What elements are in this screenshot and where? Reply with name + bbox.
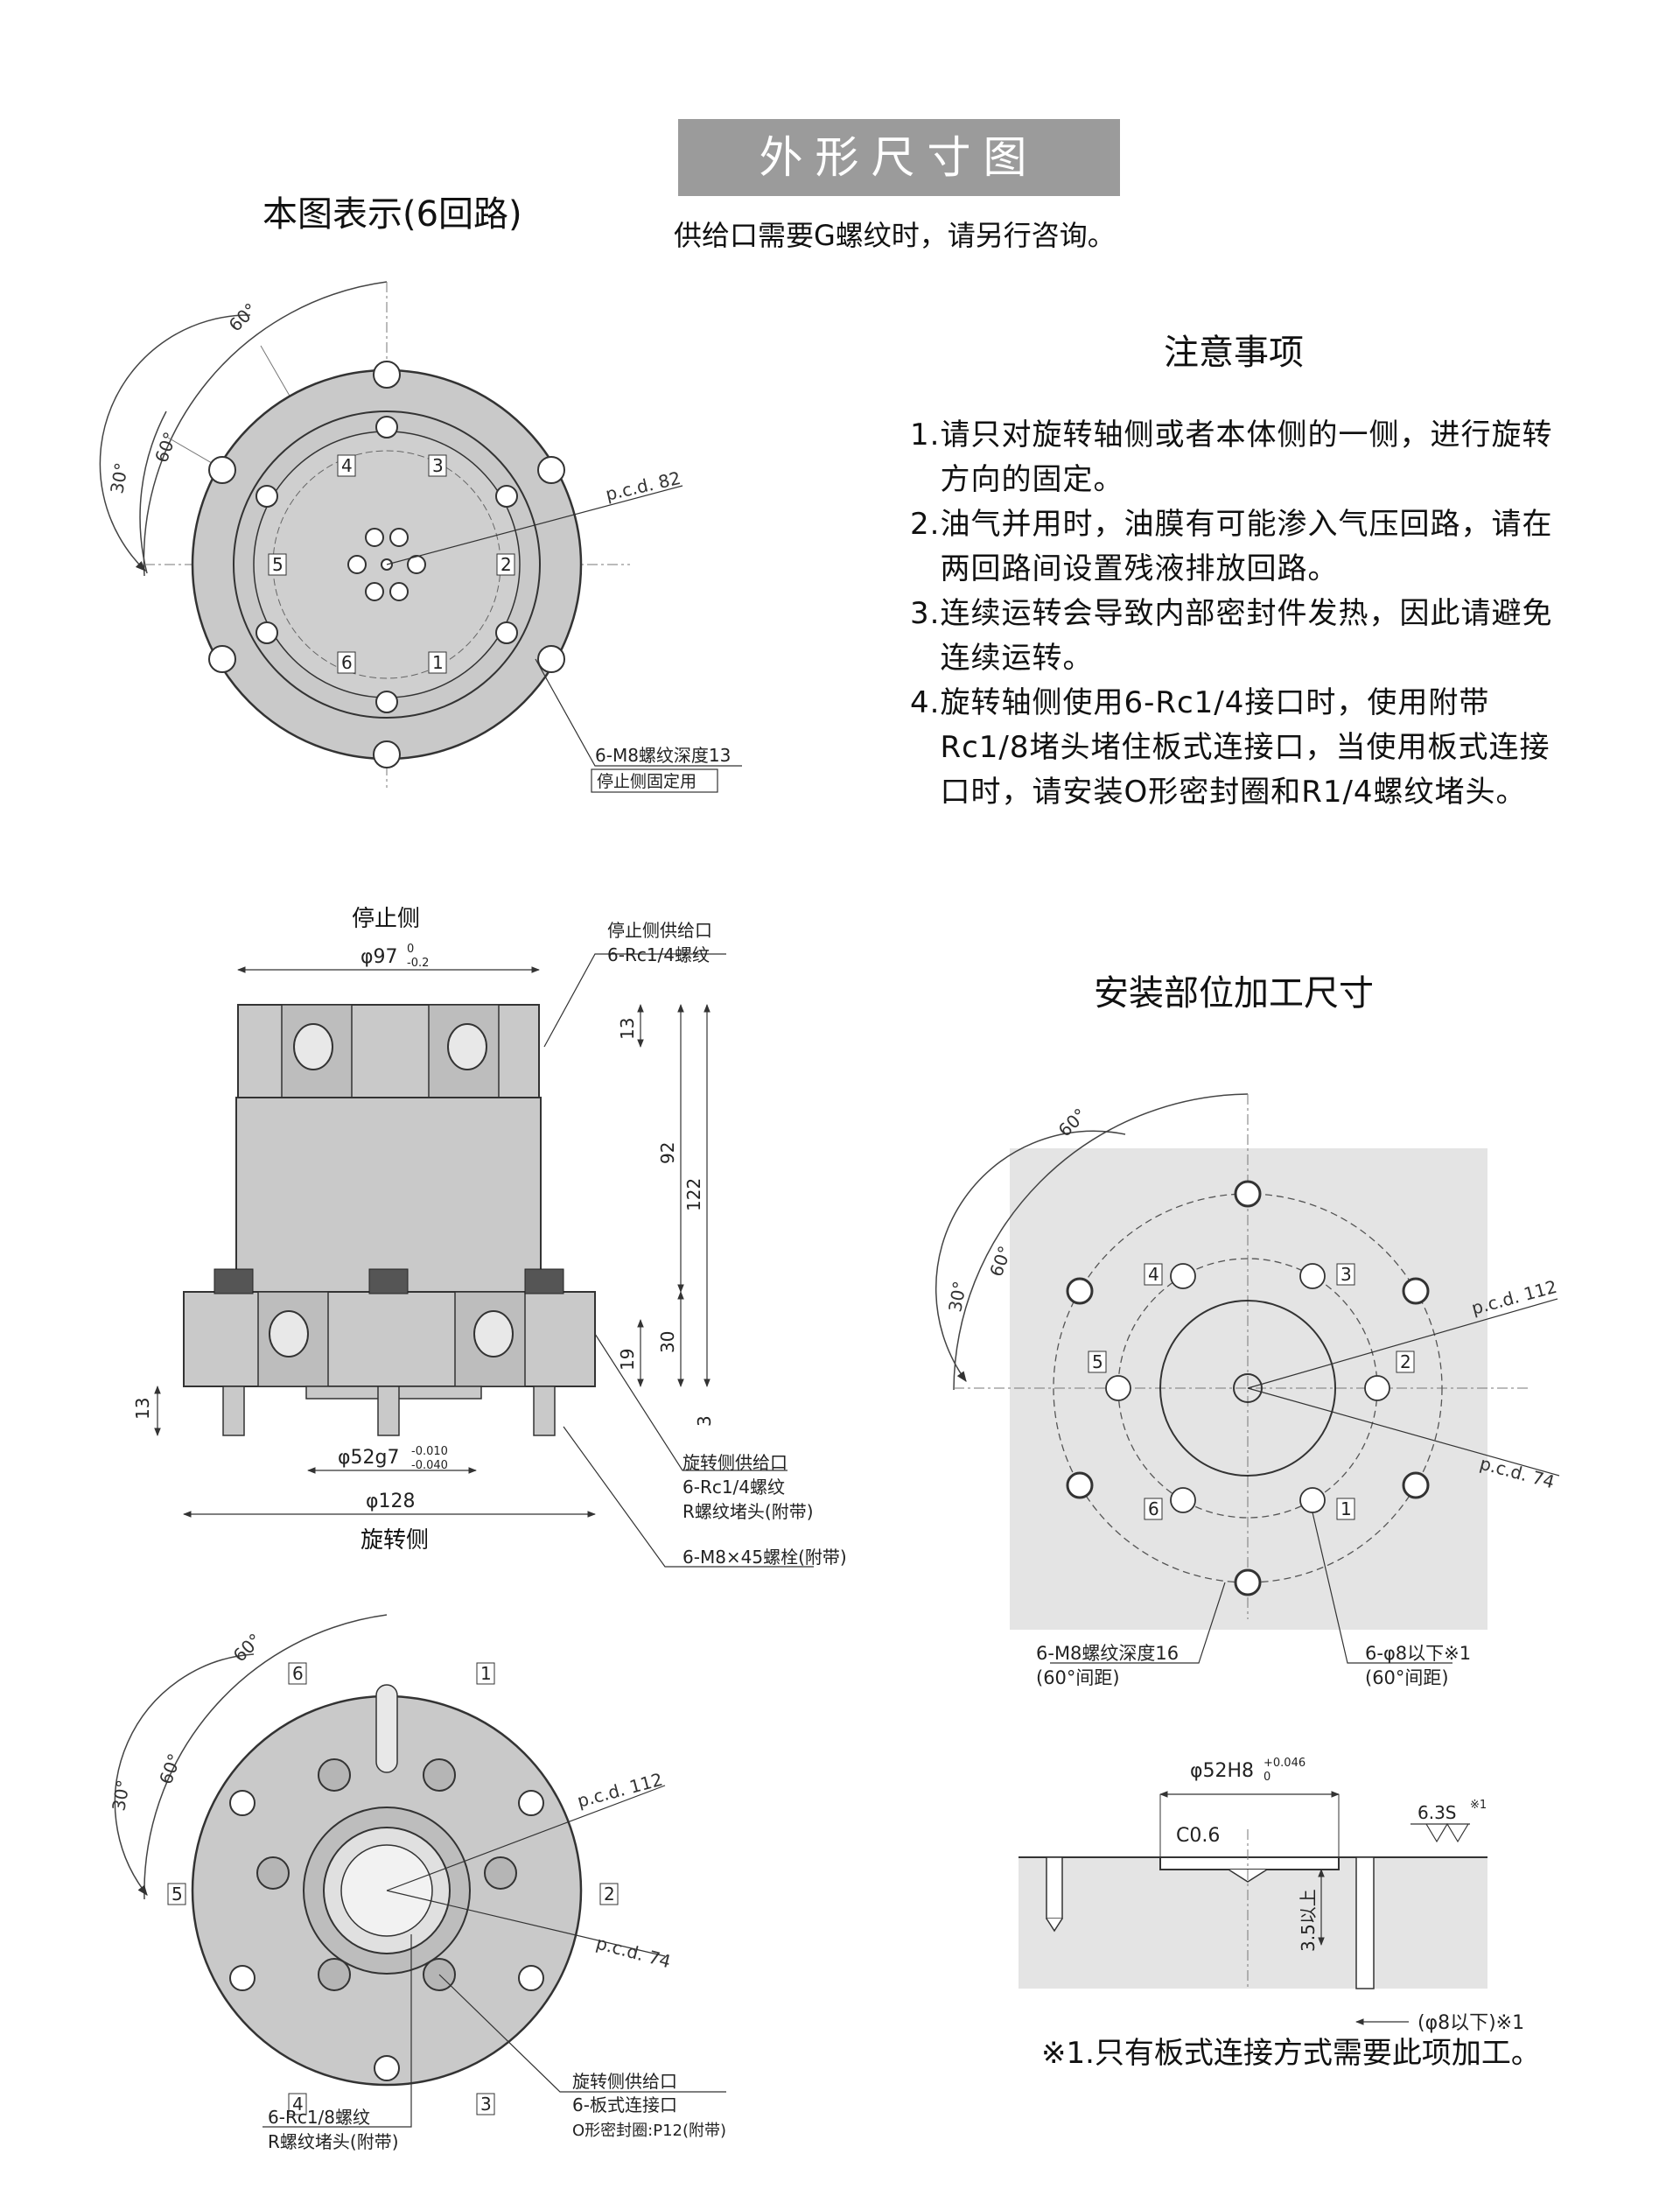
notes-title: 注意事项: [1164, 333, 1304, 373]
svg-text:5: 5: [272, 554, 284, 575]
svg-text:0: 0: [1264, 1771, 1270, 1784]
svg-text:φ97: φ97: [360, 946, 398, 968]
svg-text:p.c.d. 74: p.c.d. 74: [1478, 1453, 1558, 1493]
svg-text:3: 3: [480, 2094, 492, 2115]
svg-text:φ52g7: φ52g7: [338, 1447, 399, 1469]
svg-text:3.5以上: 3.5以上: [1298, 1889, 1319, 1952]
svg-text:122: 122: [683, 1178, 704, 1211]
svg-text:13: 13: [132, 1398, 153, 1420]
svg-text:旋转侧供给口: 旋转侧供给口: [682, 1452, 788, 1473]
svg-text:※1: ※1: [1470, 1799, 1487, 1812]
svg-text:3: 3: [1340, 1264, 1352, 1285]
svg-text:+0.046: +0.046: [1264, 1757, 1306, 1770]
svg-text:60°: 60°: [225, 298, 262, 335]
svg-text:6: 6: [1148, 1498, 1159, 1519]
svg-text:60°: 60°: [229, 1629, 266, 1666]
svg-text:13: 13: [617, 1018, 638, 1040]
svg-text:3: 3: [432, 455, 444, 476]
svg-text:O形密封圈:P12(附带): O形密封圈:P12(附带): [572, 2122, 726, 2140]
svg-text:4: 4: [1148, 1264, 1159, 1285]
svg-text:6.3S: 6.3S: [1418, 1802, 1457, 1823]
svg-text:1: 1: [480, 1663, 492, 1684]
svg-text:p.c.d. 74: p.c.d. 74: [594, 1933, 674, 1973]
top-view-drawing: 60° 60° 30° p.c.d. 82 4 3 5 2: [99, 281, 742, 793]
mounting-plan-drawing: 60° 60° 30° p.c.d. 112 p.c.d. 74 4 3 5 2…: [934, 1093, 1560, 1688]
svg-text:30: 30: [657, 1331, 678, 1353]
svg-text:C0.6: C0.6: [1176, 1825, 1220, 1847]
svg-text:60°: 60°: [155, 1750, 186, 1787]
mounting-section-drawing: φ52H8 +0.046 0 C0.6 6.3S ※1 3.5以上 (φ8以下)…: [1018, 1757, 1524, 2034]
svg-text:6: 6: [292, 1663, 304, 1684]
svg-text:6-M8螺纹深度13: 6-M8螺纹深度13: [595, 745, 731, 766]
note-item: 3.连续运转会导致内部密封件发热，因此请避免连续运转。: [910, 596, 1553, 676]
svg-text:(φ8以下)※1: (φ8以下)※1: [1418, 2012, 1524, 2034]
note-item: 1.请只对旋转轴侧或者本体侧的一侧，进行旋转方向的固定。: [910, 417, 1553, 497]
svg-text:92: 92: [657, 1142, 678, 1164]
svg-text:5: 5: [1092, 1351, 1103, 1372]
svg-text:6-φ8以下※1: 6-φ8以下※1: [1365, 1643, 1471, 1664]
svg-text:φ128: φ128: [366, 1491, 416, 1512]
svg-text:5: 5: [172, 1884, 183, 1905]
svg-text:停止侧固定用: 停止侧固定用: [597, 772, 696, 791]
svg-text:φ52H8: φ52H8: [1190, 1760, 1254, 1782]
svg-text:R螺纹堵头(附带): R螺纹堵头(附带): [268, 2131, 399, 2152]
svg-text:6-Rc1/4螺纹: 6-Rc1/4螺纹: [607, 944, 710, 965]
figure-caption: 本图表示(6回路): [262, 194, 522, 235]
svg-text:6-板式连接口: 6-板式连接口: [572, 2094, 677, 2115]
svg-text:0: 0: [407, 943, 414, 956]
svg-text:(60°间距): (60°间距): [1036, 1667, 1120, 1688]
side-view-drawing: 停止侧 旋转侧 φ97 0 -0.2 φ52g7 -0.010 -0.040 φ…: [132, 906, 847, 1568]
svg-text:6: 6: [341, 652, 353, 673]
svg-text:6-Rc1/8螺纹: 6-Rc1/8螺纹: [268, 2107, 370, 2128]
svg-text:2: 2: [1400, 1351, 1411, 1372]
svg-text:停止侧供给口: 停止侧供给口: [607, 920, 712, 941]
svg-text:停止侧: 停止侧: [352, 906, 420, 932]
note-item: 2.油气并用时，油膜有可能渗入气压回路，请在两回路间设置残液排放回路。: [910, 507, 1553, 586]
svg-text:3: 3: [694, 1415, 715, 1427]
svg-text:6-Rc1/4螺纹: 6-Rc1/4螺纹: [682, 1477, 785, 1498]
svg-text:-0.010: -0.010: [411, 1445, 448, 1458]
svg-text:p.c.d. 82: p.c.d. 82: [604, 467, 682, 505]
svg-text:30°: 30°: [106, 461, 132, 495]
svg-text:2: 2: [500, 554, 512, 575]
svg-text:60°: 60°: [1054, 1104, 1091, 1140]
svg-text:6-M8螺纹深度16: 6-M8螺纹深度16: [1036, 1643, 1179, 1664]
svg-text:-0.2: -0.2: [407, 957, 429, 970]
svg-text:-0.040: -0.040: [411, 1459, 448, 1472]
svg-text:(60°间距): (60°间距): [1365, 1667, 1449, 1688]
svg-text:1: 1: [432, 652, 444, 673]
svg-text:R螺纹堵头(附带): R螺纹堵头(附带): [682, 1501, 814, 1522]
svg-text:p.c.d. 112: p.c.d. 112: [575, 1769, 665, 1812]
mounting-title: 安装部位加工尺寸: [1094, 973, 1374, 1014]
supply-note: 供给口需要G螺纹时，请另行咨询。: [674, 219, 1116, 252]
svg-text:4: 4: [341, 455, 353, 476]
svg-text:30°: 30°: [108, 1779, 134, 1813]
note-item: 4.旋转轴侧使用6-Rc1/4接口时，使用附带Rc1/8堵头堵住板式连接口，当使…: [910, 685, 1550, 810]
footnote: ※1.只有板式连接方式需要此项加工。: [1041, 2036, 1541, 2071]
svg-text:4: 4: [292, 2094, 304, 2115]
svg-text:30°: 30°: [944, 1280, 970, 1314]
svg-text:19: 19: [617, 1349, 638, 1371]
notes-list: 1.请只对旋转轴侧或者本体侧的一侧，进行旋转方向的固定。 2.油气并用时，油膜有…: [910, 413, 1558, 815]
svg-text:2: 2: [604, 1884, 615, 1905]
bottom-view-drawing: 60° 60° 30° p.c.d. 112 p.c.d. 74 6 1 5 2…: [108, 1614, 726, 2152]
svg-text:6-M8×45螺栓(附带): 6-M8×45螺栓(附带): [682, 1547, 847, 1568]
svg-text:旋转侧: 旋转侧: [360, 1527, 429, 1554]
svg-text:旋转侧供给口: 旋转侧供给口: [572, 2071, 677, 2092]
page-title-banner: 外形尺寸图: [678, 119, 1120, 196]
svg-text:1: 1: [1340, 1498, 1352, 1519]
